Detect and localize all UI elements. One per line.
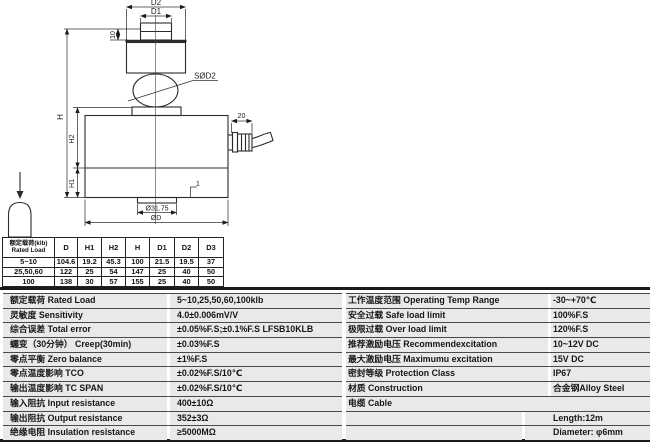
- spec-row-cable: 电缆 Cable: [346, 395, 650, 411]
- cable-connector: [227, 131, 274, 153]
- spec-value: 5~10,25,50,60,100klb: [170, 294, 342, 308]
- dimension-table: 额定载荷(klb) Rated Load D H1 H2 H D1 D2 D3 …: [2, 237, 224, 287]
- spec-row-tc-span: 输出温度影响 TC SPAN ±0.02%F.S/10℃: [3, 381, 342, 396]
- header-h2: H2: [101, 237, 126, 258]
- spec-label: 综合误差 Total error: [3, 323, 167, 338]
- dim-label-sod2: SØD2: [194, 72, 216, 81]
- spec-label: 最大激励电压 Maximumu excitation: [346, 352, 548, 367]
- spec-label: 电缆 Cable: [346, 396, 650, 411]
- spec-value: 15V DC: [551, 352, 650, 367]
- spec-label: 蠕变（30分钟） Creep(30min): [3, 338, 167, 352]
- header-rated-load: 额定载荷(klb) Rated Load: [2, 237, 55, 258]
- dim-label-boss: Ø31.75: [146, 206, 169, 213]
- spec-label: 零点平衡 Zero balance: [3, 352, 167, 367]
- header-d1: D1: [149, 237, 175, 258]
- spec-row-cable-diameter: Diameter: φ6mm: [346, 425, 650, 440]
- spec-table-left: 额定载荷 Rated Load 5~10,25,50,60,100klb 灵敏度…: [3, 293, 342, 440]
- spec-label: 输出温度影响 TC SPAN: [3, 382, 167, 396]
- load-direction-pictogram: [7, 172, 32, 238]
- spec-value: 400±10Ω: [170, 396, 342, 411]
- spec-label: [346, 411, 522, 426]
- spec-value: 4.0±0.006mV/V: [170, 308, 342, 323]
- spec-label: 材质 Construction: [346, 382, 548, 396]
- spec-value: Diameter: φ6mm: [525, 426, 650, 440]
- dim-label-d2: D2: [151, 0, 162, 7]
- spec-label: 安全过载 Safe load limit: [346, 308, 548, 323]
- spec-label: 输入阻抗 Input resistance: [3, 396, 167, 411]
- spec-value: ±1%F.S: [170, 352, 342, 367]
- spec-label: 极限过载 Over load limit: [346, 323, 548, 338]
- spec-value: 合金钢Alloy Steel: [551, 382, 650, 396]
- load-cell-drawing: D2 D1 10 SØD2 H H2 H1 20 1 Ø31.75 ØD: [7, 0, 274, 238]
- spec-row-construction: 材质 Construction 合金钢Alloy Steel: [346, 381, 650, 396]
- spec-label: 推荐激励电压 Recommendexcitation: [346, 338, 548, 352]
- dim-label-od: ØD: [151, 215, 162, 222]
- spec-label: 输出阻抗 Output resistance: [3, 411, 167, 426]
- dim-label-20: 20: [238, 113, 246, 120]
- spec-value: 352±3Ω: [170, 411, 342, 426]
- spec-label: 绝缘电阻 Insulation resistance: [3, 426, 167, 440]
- dim-label-h2: H2: [69, 134, 76, 143]
- spec-value: 120%F.S: [551, 323, 650, 338]
- spec-row-sensitivity: 灵敏度 Sensitivity 4.0±0.006mV/V: [3, 307, 342, 323]
- spec-row-total-error: 综合误差 Total error ±0.05%F.S;±0.1%F.S LFSB…: [3, 322, 342, 338]
- spec-label: 额定载荷 Rated Load: [3, 294, 167, 308]
- spec-row-input-resistance: 输入阻抗 Input resistance 400±10Ω: [3, 395, 342, 411]
- spec-label: 零点温度影响 TCO: [3, 367, 167, 382]
- dim-label-1: 1: [196, 181, 200, 188]
- spec-label: 工作温度范围 Operating Temp Range: [346, 294, 548, 308]
- header-h: H: [125, 237, 150, 258]
- dim-label-h1: H1: [69, 179, 76, 188]
- spec-row-insulation-resistance: 绝缘电阻 Insulation resistance ≥5000MΩ: [3, 425, 342, 440]
- header-d2: D2: [174, 237, 199, 258]
- spec-row-zero-balance: 零点平衡 Zero balance ±1%F.S: [3, 351, 342, 367]
- spec-row-operating-temp: 工作温度范围 Operating Temp Range -30~+70℃: [346, 293, 650, 308]
- dimension-table-header-row: 额定载荷(klb) Rated Load D H1 H2 H D1 D2 D3: [2, 237, 224, 258]
- header-h1: H1: [77, 237, 102, 258]
- spec-value: Length:12m: [525, 411, 650, 426]
- header-d3: D3: [198, 237, 224, 258]
- spec-row-safe-load: 安全过载 Safe load limit 100%F.S: [346, 307, 650, 323]
- dimension-lines: [64, 4, 253, 226]
- spec-value: ±0.03%F.S: [170, 338, 342, 352]
- spec-value: ≥5000MΩ: [170, 426, 342, 440]
- spec-value: 10~12V DC: [551, 338, 650, 352]
- spec-row-max-excitation: 最大激励电压 Maximumu excitation 15V DC: [346, 351, 650, 367]
- spec-table-right: 工作温度范围 Operating Temp Range -30~+70℃ 安全过…: [346, 293, 650, 440]
- spec-row-creep: 蠕变（30分钟） Creep(30min) ±0.03%F.S: [3, 337, 342, 352]
- dim-label-d1: D1: [151, 7, 162, 16]
- spec-value: -30~+70℃: [551, 294, 650, 308]
- spec-row-over-load: 极限过载 Over load limit 120%F.S: [346, 322, 650, 338]
- dim-label-h: H: [56, 114, 65, 120]
- dim-label-10: 10: [110, 31, 117, 39]
- header-d: D: [54, 237, 78, 258]
- spec-row-tco: 零点温度影响 TCO ±0.02%F.S/10℃: [3, 366, 342, 382]
- spec-row-protection-class: 密封等级 Protection Class IP67: [346, 366, 650, 382]
- bottom-rule: [0, 439, 650, 442]
- spec-row-cable-length: Length:12m: [346, 410, 650, 426]
- spec-row-recommend-excitation: 推荐激励电压 Recommendexcitation 10~12V DC: [346, 337, 650, 352]
- dimension-table-row: 100 138 30 57 155 25 40 50: [2, 276, 224, 287]
- spec-value: ±0.02%F.S/10℃: [170, 367, 342, 382]
- dimension-table-row: 25,50,60 122 25 54 147 25 40 50: [2, 266, 224, 278]
- spec-label: 密封等级 Protection Class: [346, 367, 548, 382]
- section-divider: [0, 287, 650, 290]
- spec-value: IP67: [551, 367, 650, 382]
- spec-label: 灵敏度 Sensitivity: [3, 308, 167, 323]
- spec-row-rated-load: 额定载荷 Rated Load 5~10,25,50,60,100klb: [3, 293, 342, 308]
- spec-value: 100%F.S: [551, 308, 650, 323]
- spec-value: ±0.05%F.S;±0.1%F.S LFSB10KLB: [170, 323, 342, 338]
- spec-value: ±0.02%F.S/10℃: [170, 382, 342, 396]
- dimension-table-row: 5~10 104.6 19.2 45.3 100 21.5 19.5 37: [2, 257, 224, 268]
- spec-row-output-resistance: 输出阻抗 Output resistance 352±3Ω: [3, 410, 342, 426]
- spec-label: [346, 426, 522, 440]
